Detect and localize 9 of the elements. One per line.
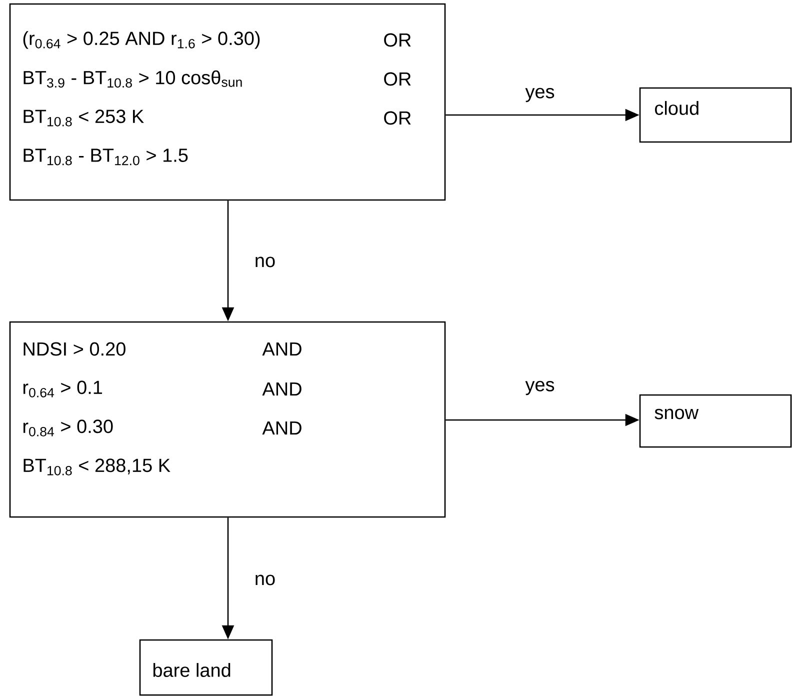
edge-label: no (253, 256, 277, 268)
result-box: cloud (639, 87, 792, 143)
result-box: bare land (139, 639, 273, 696)
edge-label: no (253, 574, 277, 586)
condition-box: (r$_{0.64}$ > 0.25 AND r$_{1.6}$ > 0.30) OR BT$_{3.9}$ - BT$_{10.8}$ > 10 cosθ$_{sun}$ OR BT$_{10.8}$ < 253 K OR BT$_{10.8}$ - BT$_{12.0}$ > 1.5 (9, 3, 446, 201)
edge-label: yes (524, 86, 556, 104)
result-box: snow (639, 394, 792, 448)
condition-box: NDSI > 0.20 AND r$_{0.64}$ > 0.1 AND r$_{0.84}$ > 0.30 AND BT$_{10.8}$ < 288,15 K (9, 321, 446, 518)
edge-label: yes (524, 380, 556, 396)
